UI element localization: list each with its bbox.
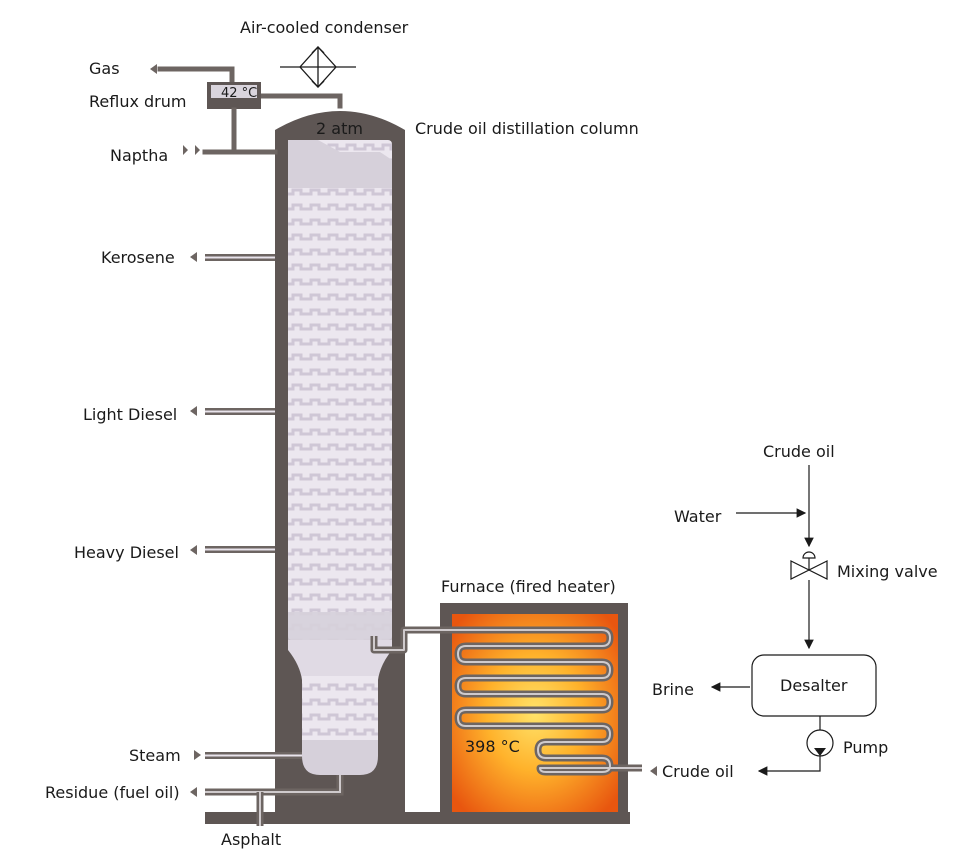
crude-oil-inlet-label: Crude oil xyxy=(662,762,734,781)
pump-icon xyxy=(806,729,834,757)
pump-label: Pump xyxy=(843,738,888,757)
reflux-drum-label: Reflux drum xyxy=(89,92,186,111)
overhead-pipe xyxy=(259,93,343,109)
mixing-valve-icon xyxy=(790,551,828,580)
brine-label: Brine xyxy=(652,680,694,699)
desalting-flow xyxy=(710,465,877,776)
naptha-label: Naptha xyxy=(110,146,168,165)
desalter-label: Desalter xyxy=(780,676,848,695)
naptha-arrow-icon xyxy=(183,145,200,155)
steam-inlet xyxy=(194,750,302,760)
light-diesel-label: Light Diesel xyxy=(83,405,177,424)
heavy-diesel-label: Heavy Diesel xyxy=(74,543,179,562)
water-label: Water xyxy=(674,507,722,526)
residue-outlet xyxy=(190,775,344,797)
furnace xyxy=(370,603,642,819)
column-label: Crude oil distillation column xyxy=(415,119,639,138)
light-diesel-draw xyxy=(190,406,275,416)
gas-pipe xyxy=(157,66,235,85)
residue-label: Residue (fuel oil) xyxy=(45,783,180,802)
asphalt-label: Asphalt xyxy=(221,830,281,849)
crude-oil-top-label: Crude oil xyxy=(763,442,835,461)
furnace-label: Furnace (fired heater) xyxy=(441,577,616,596)
gas-label: Gas xyxy=(89,59,120,78)
air-cooled-condenser xyxy=(280,46,356,88)
steam-label: Steam xyxy=(129,746,181,765)
condenser-label: Air-cooled condenser xyxy=(240,18,409,37)
heavy-diesel-draw xyxy=(190,545,275,555)
reflux-drum xyxy=(207,82,261,109)
kerosene-label: Kerosene xyxy=(101,248,175,267)
furnace-temp-label: 398 °C xyxy=(465,737,520,756)
crude-oil-inlet-arrow-icon xyxy=(650,766,657,776)
kerosene-draw xyxy=(190,252,275,262)
mixing-valve-label: Mixing valve xyxy=(837,562,938,581)
desalter-vessel xyxy=(751,654,877,717)
column-pressure-label: 2 atm xyxy=(316,119,363,138)
distillation-column xyxy=(275,111,405,812)
drum-temp-label: 42 °C xyxy=(221,86,257,101)
gas-arrow-icon xyxy=(150,64,157,74)
